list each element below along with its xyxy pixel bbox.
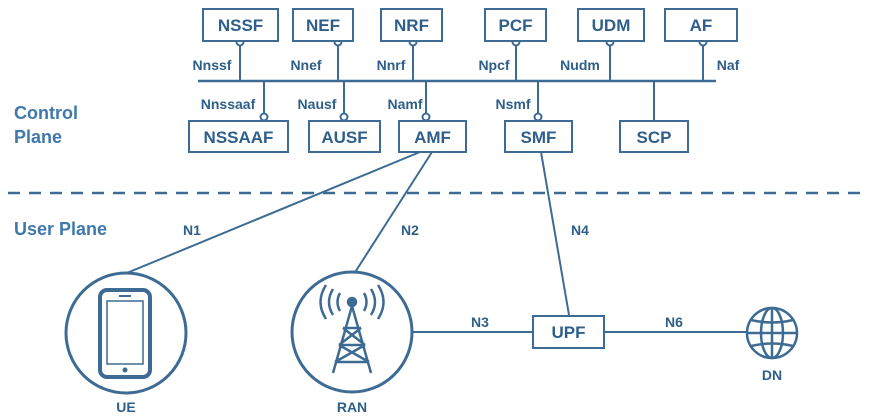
- ue-node: [64, 271, 188, 395]
- interface-nnssaaf: Nnssaaf: [201, 96, 256, 112]
- nf-amf: AMF: [398, 120, 467, 153]
- nf-nssf-label: NSSF: [218, 16, 263, 35]
- interface-nudm: Nudm: [560, 57, 600, 73]
- ue-label: UE: [116, 399, 135, 415]
- control-plane-label-line2: Plane: [14, 127, 62, 147]
- nf-scp: SCP: [619, 120, 689, 153]
- control-plane-label-line1: Control: [14, 103, 78, 123]
- n1-label: N1: [183, 222, 201, 238]
- nf-smf: SMF: [504, 120, 573, 153]
- dn-label: DN: [762, 367, 782, 383]
- interface-nnef: Nnef: [290, 57, 321, 73]
- n4-label: N4: [571, 222, 589, 238]
- nf-ausf-label: AUSF: [321, 128, 367, 147]
- interface-nsmf: Nsmf: [495, 96, 530, 112]
- nf-scp-label: SCP: [637, 128, 672, 147]
- nf-udm-label: UDM: [592, 16, 631, 35]
- upf-node: UPF: [532, 315, 605, 349]
- user-plane-label: User Plane: [14, 219, 107, 239]
- interface-nnssf: Nnssf: [193, 57, 232, 73]
- nf-ausf: AUSF: [308, 120, 381, 153]
- interface-nnrf: Nnrf: [377, 57, 406, 73]
- smartphone-icon: [98, 288, 152, 379]
- n2-label: N2: [401, 222, 419, 238]
- nf-pcf: PCF: [484, 8, 547, 42]
- nf-nssf: NSSF: [202, 8, 279, 42]
- interface-namf: Namf: [387, 96, 422, 112]
- nf-smf-label: SMF: [521, 128, 557, 147]
- interface-naf: Naf: [717, 57, 740, 73]
- n2-line: [351, 151, 433, 278]
- ran-label: RAN: [337, 399, 367, 415]
- n3-label: N3: [471, 314, 489, 330]
- globe-icon: [745, 306, 799, 360]
- nf-nssaaf: NSSAAF: [188, 120, 289, 153]
- nf-amf-label: AMF: [414, 128, 451, 147]
- ran-node: [290, 270, 414, 394]
- nf-nrf: NRF: [380, 8, 443, 42]
- nf-pcf-label: PCF: [499, 16, 533, 35]
- nf-nssaaf-label: NSSAAF: [204, 128, 274, 147]
- radio-tower-icon: [319, 284, 385, 374]
- n6-label: N6: [665, 314, 683, 330]
- n1-line: [121, 151, 421, 276]
- nf-udm: UDM: [577, 8, 645, 42]
- n4-line: [540, 151, 570, 316]
- nf-af-label: AF: [690, 16, 713, 35]
- nf-nef-label: NEF: [306, 16, 340, 35]
- interface-npcf: Npcf: [478, 57, 509, 73]
- nf-af: AF: [664, 8, 738, 42]
- interface-nausf: Nausf: [298, 96, 337, 112]
- upf-label: UPF: [552, 323, 586, 342]
- nf-nef: NEF: [292, 8, 354, 42]
- nf-nrf-label: NRF: [394, 16, 429, 35]
